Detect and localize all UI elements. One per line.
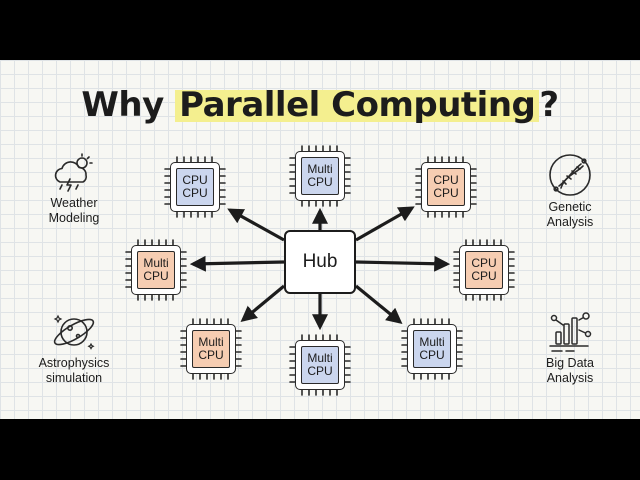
connection-arrows — [189, 206, 451, 331]
app-label-line2: simulation — [45, 371, 103, 385]
title-highlight: Parallel Computing — [175, 85, 540, 125]
chip-line2: CPU — [433, 186, 459, 200]
network-chart-icon — [549, 312, 592, 352]
arrow-to-top-left — [227, 208, 285, 242]
chip-line2: CPU — [307, 175, 333, 189]
chip-line1: Multi — [143, 256, 169, 270]
arrow-to-mid-right — [355, 255, 451, 272]
chip-line2: CPU — [143, 269, 169, 283]
arrow-to-bottom-left — [240, 284, 286, 323]
chip-line2: CPU — [419, 348, 445, 362]
chip-line2: CPU — [307, 364, 333, 378]
hub-node: Hub — [284, 230, 356, 294]
app-label-line2: Analysis — [546, 215, 594, 229]
top-letterbox — [0, 0, 640, 60]
chip-line1: Multi — [307, 162, 333, 176]
chip-line1: CPU — [433, 173, 459, 187]
bottom-letterbox — [0, 419, 640, 480]
chip-line1: CPU — [182, 173, 208, 187]
chip-line2: CPU — [471, 269, 497, 283]
title-prefix: Why — [81, 85, 176, 125]
app-label-line1: Genetic — [548, 200, 592, 214]
app-label-line2: Modeling — [48, 211, 100, 225]
arrow-to-bottom-right — [354, 284, 403, 325]
chip-line1: Multi — [198, 335, 224, 349]
chip-line2: CPU — [198, 348, 224, 362]
app-label-line1: Big Data — [546, 356, 594, 370]
chip-line1: Multi — [307, 351, 333, 365]
arrow-to-mid-left — [189, 255, 285, 272]
hub-label: Hub — [302, 251, 338, 272]
page-title: Why Parallel Computing? — [0, 85, 640, 125]
planet-icon — [53, 314, 95, 350]
chip-pins — [164, 156, 226, 218]
arrow-to-top-right — [355, 206, 415, 242]
chip-line1: Multi — [419, 335, 445, 349]
title-suffix: ? — [539, 85, 559, 125]
app-label-line1: Astrophysics — [38, 356, 110, 370]
cloud-lightning-icon — [54, 153, 93, 192]
chip-line1: CPU — [471, 256, 497, 270]
app-label-line2: Analysis — [546, 371, 594, 385]
dna-icon — [549, 154, 591, 196]
app-label-line1: Weather — [50, 196, 98, 210]
chip-line2: CPU — [182, 186, 208, 200]
